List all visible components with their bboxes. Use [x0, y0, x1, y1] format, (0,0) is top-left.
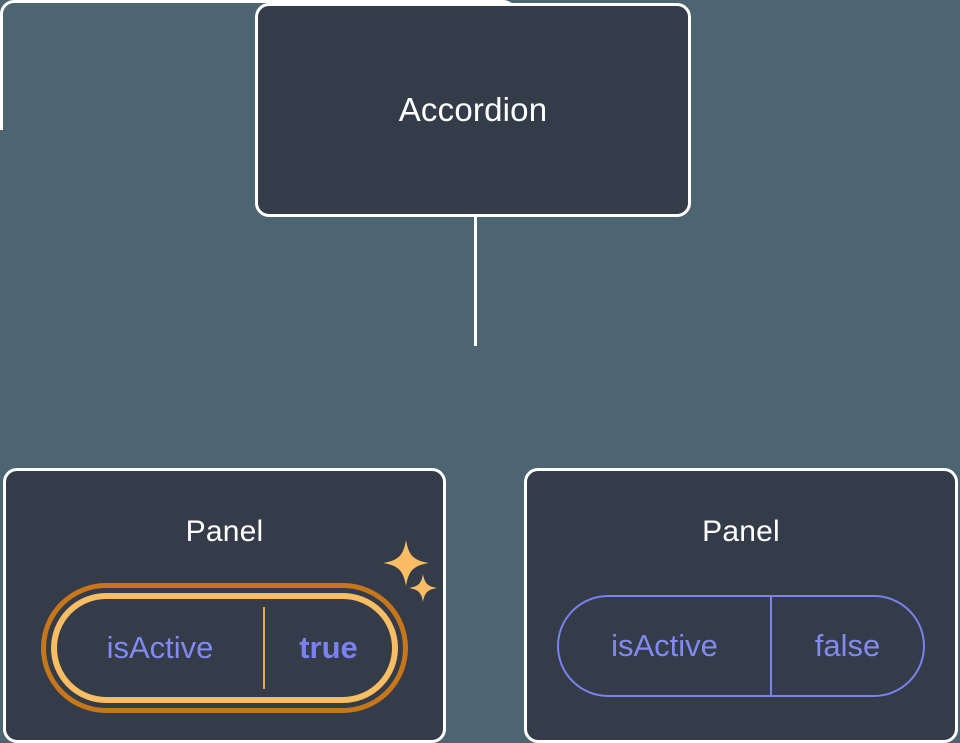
prop-value: true	[299, 630, 358, 665]
prop-badge-isactive-false[interactable]: isActive false	[557, 595, 925, 697]
connector-root-to-branch	[474, 216, 477, 346]
node-panel-inactive-label: Panel	[702, 515, 780, 548]
prop-key: isActive	[57, 607, 265, 689]
prop-key: isActive	[559, 597, 772, 695]
prop-badge-wrapper-active: isActive true	[6, 583, 443, 713]
node-panel-inactive[interactable]: Panel isActive false	[524, 468, 958, 743]
prop-badge-wrapper-inactive: isActive false	[527, 595, 955, 697]
node-accordion[interactable]: Accordion	[255, 3, 691, 217]
prop-badge-isactive-true[interactable]: isActive true	[41, 583, 408, 713]
prop-badge-inner: isActive true	[51, 593, 398, 703]
node-accordion-label: Accordion	[398, 91, 548, 128]
node-panel-active-label: Panel	[185, 515, 264, 548]
node-panel-active[interactable]: Panel isActive true	[3, 468, 446, 743]
prop-value: false	[814, 628, 881, 663]
